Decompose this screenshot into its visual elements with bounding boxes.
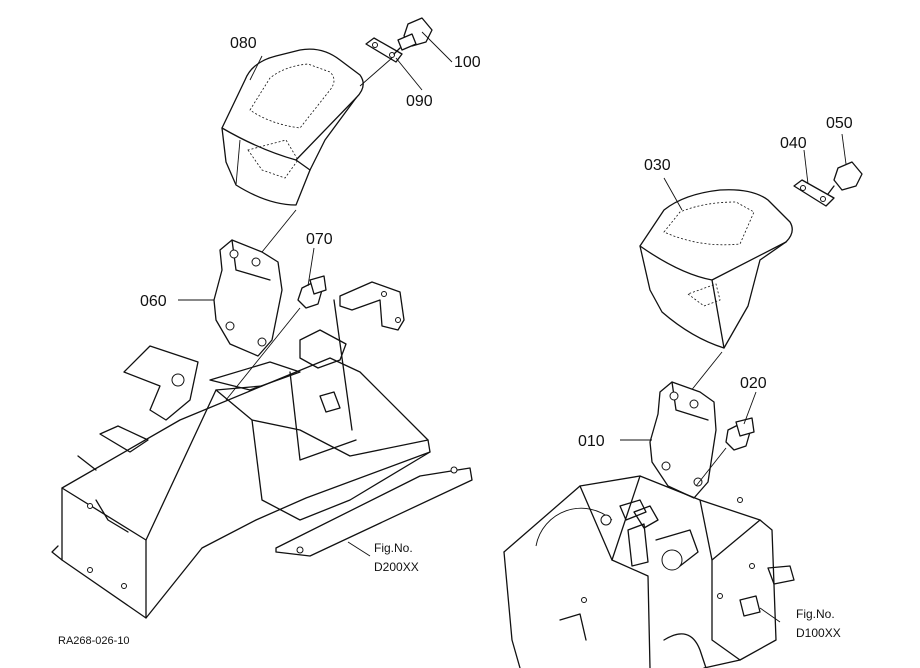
- bolt-050: [827, 161, 863, 195]
- bolt-020: [725, 417, 755, 451]
- fig-code-left: D200XX: [374, 560, 419, 574]
- plate-040: [793, 179, 835, 207]
- cover-080: [221, 48, 364, 206]
- right-console-frame: [503, 475, 795, 668]
- fig-label-left: Fig.No.: [374, 541, 413, 555]
- fig-code-right: D100XX: [796, 626, 841, 640]
- bracket-060: [213, 239, 283, 357]
- cover-030: [639, 189, 793, 349]
- bracket-010: [649, 381, 717, 499]
- bolt-100: [393, 17, 433, 55]
- label-010: 010: [578, 433, 605, 450]
- bolt-070: [297, 275, 327, 309]
- label-090: 090: [406, 93, 433, 110]
- label-070: 070: [306, 231, 333, 248]
- fig-label-right: Fig.No.: [796, 607, 835, 621]
- label-080: 080: [230, 35, 257, 52]
- label-060: 060: [140, 293, 167, 310]
- label-030: 030: [644, 157, 671, 174]
- label-040: 040: [780, 135, 807, 152]
- label-100: 100: [454, 54, 481, 71]
- left-console-frame: [51, 281, 473, 619]
- plate-090: [365, 37, 403, 63]
- drawing-reference: RA268-026-10: [58, 635, 130, 647]
- label-020: 020: [740, 375, 767, 392]
- leader-lines: [178, 31, 847, 623]
- label-050: 050: [826, 115, 853, 132]
